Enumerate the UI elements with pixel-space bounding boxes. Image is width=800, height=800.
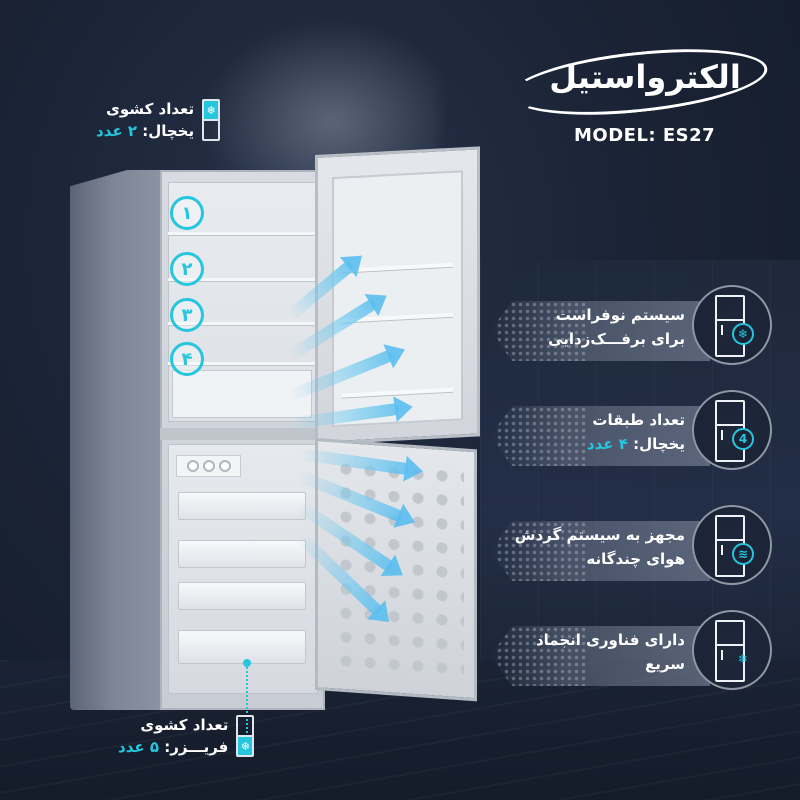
fridge-drawers-annotation: ❄ تعداد کشوی یخچال: ۲ عدد xyxy=(96,98,221,142)
annotation-line1: تعداد کشوی xyxy=(140,716,229,734)
freezer-drawer xyxy=(178,492,306,520)
annotation-value: ۵ عدد xyxy=(118,738,159,756)
door-liner xyxy=(332,170,463,428)
freezer-drawer xyxy=(178,630,306,664)
feature-line1: تعداد طبقات xyxy=(592,411,685,429)
shelf-number-badge: ۲ xyxy=(170,252,204,286)
feature-value: ۴ عدد xyxy=(586,435,628,453)
shelf-number-badge: ۳ xyxy=(170,298,204,332)
feature-icon-ring xyxy=(692,505,772,585)
fridge-shelf xyxy=(168,322,318,326)
no-frost-icon: ❄ xyxy=(732,323,754,345)
brand-logo: الکترواستیل xyxy=(507,38,771,126)
control-knob xyxy=(218,460,231,472)
model-label: MODEL: ES27 xyxy=(574,125,716,146)
fridge-shelf xyxy=(168,278,318,282)
feature-text: مجهز به سیستم گردش هوای چندگانه xyxy=(485,523,685,571)
fast-freeze-icon: ❄ xyxy=(737,652,749,666)
feature-icon-ring xyxy=(692,390,772,470)
feature-line1: مجهز به سیستم گردش xyxy=(514,526,685,544)
annotation-line1: تعداد کشوی xyxy=(106,100,195,118)
control-knob xyxy=(186,460,199,472)
fridge-outline-icon xyxy=(715,620,745,682)
snowflake-icon: ❄ xyxy=(204,101,219,119)
feature-prefix: یخچال: xyxy=(627,435,685,453)
fridge-shelf xyxy=(168,232,318,236)
feature-band xyxy=(490,521,710,581)
feature-fast-freeze: دارای فناوری انجماد سریع ❄ xyxy=(490,610,790,692)
feature-line2: یخچال: ۴ عدد xyxy=(485,432,685,456)
shelf-number-badge: ۴ xyxy=(170,342,204,376)
pointer-line xyxy=(246,662,248,757)
feature-band xyxy=(490,406,710,466)
feature-text: دارای فناوری انجماد سریع xyxy=(485,628,685,676)
control-knob xyxy=(202,460,215,472)
shelf-number-badge: ۱ xyxy=(170,196,204,230)
control-panel xyxy=(176,455,241,477)
feature-line2: هوای چندگانه xyxy=(586,550,685,568)
compartment-divider xyxy=(160,428,325,440)
snowflake-icon: ❄ xyxy=(238,735,253,755)
feature-multi-airflow: مجهز به سیستم گردش هوای چندگانه ≋ xyxy=(490,505,790,587)
feature-icon-ring xyxy=(692,610,772,690)
logo-text: الکترواستیل xyxy=(549,58,742,96)
feature-band xyxy=(490,301,710,361)
fridge-drawers-text: تعداد کشوی یخچال: ۲ عدد xyxy=(96,98,194,142)
feature-text: تعداد طبقات یخچال: ۴ عدد xyxy=(485,408,685,456)
annotation-prefix: یخچال: xyxy=(137,122,195,140)
annotation-line2: یخچال: ۲ عدد xyxy=(96,120,194,142)
freezer-drawer xyxy=(178,582,306,610)
feature-shelf-count: تعداد طبقات یخچال: ۴ عدد 4 xyxy=(490,390,790,472)
freezer-drawers-annotation: ❄ تعداد کشوی فریـــزر: ۵ عدد xyxy=(118,714,255,758)
freezer-drawers-text: تعداد کشوی فریـــزر: ۵ عدد xyxy=(118,714,228,758)
feature-icon-ring xyxy=(692,285,772,365)
feature-line1: دارای فناوری انجماد xyxy=(535,631,685,649)
annotation-prefix: فریـــزر: xyxy=(159,738,229,756)
freezer-drawer xyxy=(178,540,306,568)
upper-section xyxy=(238,717,252,735)
fridge-side-panel xyxy=(70,170,165,710)
feature-line2: برای برفـــک‌زدایی xyxy=(548,330,685,348)
fridge-top-icon: ❄ xyxy=(202,99,221,141)
feature-band xyxy=(490,626,710,686)
feature-line2: سریع xyxy=(645,655,685,673)
shelf-count-icon: 4 xyxy=(732,428,754,450)
feature-no-frost: سیستم نوفراست برای برفـــک‌زدایی ❄ xyxy=(490,285,790,367)
multi-airflow-icon: ≋ xyxy=(732,543,754,565)
lower-section xyxy=(204,119,219,139)
fridge-shelf xyxy=(168,362,318,366)
annotation-value: ۲ عدد xyxy=(96,122,137,140)
fridge-bottom-icon: ❄ xyxy=(236,715,255,757)
annotation-line2: فریـــزر: ۵ عدد xyxy=(118,736,228,758)
feature-text: سیستم نوفراست برای برفـــک‌زدایی xyxy=(485,303,685,351)
feature-line1: سیستم نوفراست xyxy=(555,306,685,324)
